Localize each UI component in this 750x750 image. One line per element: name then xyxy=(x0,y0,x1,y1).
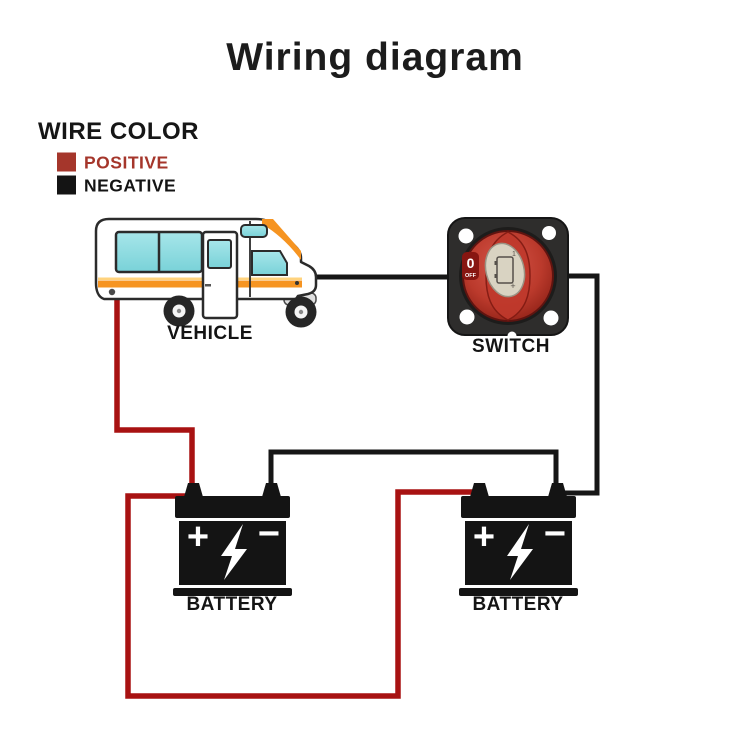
battery-1-illustration: + − BATTERY xyxy=(173,483,292,615)
vehicle-rear-wheel xyxy=(163,295,195,327)
vehicle-front-wheel xyxy=(285,296,317,328)
negative-color-swatch xyxy=(57,175,76,195)
page-title: Wiring diagram xyxy=(226,36,524,79)
vehicle-label: VEHICLE xyxy=(167,323,253,344)
vehicle-stripe xyxy=(98,280,302,288)
vehicle-roof-stripe xyxy=(262,219,301,260)
battery1-lid xyxy=(175,496,290,518)
switch-illustration: 1 + 0 OFF SWITCH xyxy=(447,217,569,357)
battery1-plus-sign: + xyxy=(187,516,209,558)
mounting-hole-bottom-right xyxy=(543,310,559,326)
battery-symbol-icon xyxy=(494,256,514,284)
wire-color-legend: WIRE COLOR POSITIVE NEGATIVE xyxy=(38,118,199,196)
positive-wire-vehicle-to-battery1 xyxy=(114,296,195,487)
battery1-terminal-negative xyxy=(262,483,281,497)
switch-knob: 1 + 0 OFF xyxy=(462,230,554,322)
negative-wire-battery1-to-battery2 xyxy=(268,449,559,487)
battery1-terminal-positive xyxy=(184,483,203,497)
battery2-terminal-positive xyxy=(470,483,489,497)
tail-light xyxy=(108,288,116,296)
battery1-minus-sign: − xyxy=(258,513,280,555)
switch-marking-off: OFF xyxy=(465,273,477,279)
legend-heading: WIRE COLOR xyxy=(38,118,199,145)
mounting-hole-top-right xyxy=(542,226,556,240)
knob-marking-plus: + xyxy=(510,281,515,291)
positive-wire-battery1-to-battery2 xyxy=(125,489,479,699)
knob-center-plate xyxy=(484,242,526,298)
lightning-bolt-icon xyxy=(507,524,533,580)
off-position-tab xyxy=(462,252,479,280)
vehicle-cabover-window xyxy=(240,224,268,238)
negative-wire-switch-to-battery2 xyxy=(556,273,600,496)
knob-marking-one: 1 xyxy=(512,251,516,258)
vehicle-stripe-accent xyxy=(98,277,302,280)
battery1-label: BATTERY xyxy=(186,594,277,615)
battery2-minus-sign: − xyxy=(544,513,566,555)
cab-door-handle xyxy=(295,281,299,285)
vehicle-cab-window xyxy=(251,250,288,276)
positive-color-swatch xyxy=(57,152,76,172)
mounting-hole-bottom-left xyxy=(459,309,475,325)
vehicle-door-window xyxy=(207,239,232,269)
battery2-terminal-negative xyxy=(548,483,567,497)
mounting-hole-top-left xyxy=(458,228,474,244)
switch-marking-zero: 0 xyxy=(467,255,475,271)
positive-legend-label: POSITIVE xyxy=(84,153,169,173)
battery2-lid xyxy=(461,496,576,518)
plate-bottom-notch xyxy=(507,331,517,341)
battery-2-illustration: + − BATTERY xyxy=(459,483,578,615)
battery2-label: BATTERY xyxy=(472,594,563,615)
wiring xyxy=(114,273,600,699)
battery2-base xyxy=(459,588,578,596)
door-handle xyxy=(205,284,211,287)
vehicle-illustration: VEHICLE xyxy=(94,217,318,344)
battery2-plus-sign: + xyxy=(473,516,495,558)
lightning-bolt-icon xyxy=(221,524,247,580)
negative-legend-label: NEGATIVE xyxy=(84,176,176,196)
switch-label: SWITCH xyxy=(472,336,550,357)
battery1-base xyxy=(173,588,292,596)
